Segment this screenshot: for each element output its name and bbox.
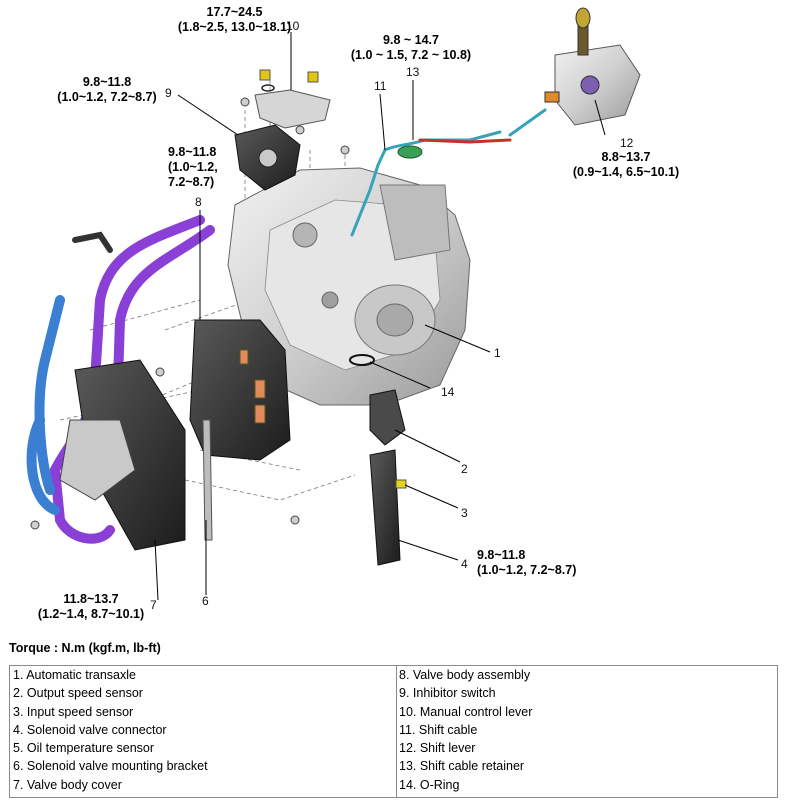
legend-item: 4. Solenoid valve connector — [13, 722, 167, 737]
callout-7: 7 — [150, 598, 157, 612]
callout-4: 4 — [461, 557, 468, 571]
torque-spec-8-alt1: (1.0~1.2, — [168, 160, 218, 174]
callout-12: 12 — [620, 136, 634, 150]
torque-spec-9: 9.8~11.8 (1.0~1.2, 7.2~8.7) — [52, 75, 162, 105]
exploded-view-illustration — [26, 7, 641, 601]
torque-spec-12-value: 8.8~13.7 — [601, 150, 651, 164]
torque-units-caption: Torque : N.m (kgf.m, lb-ft) — [9, 641, 161, 655]
callout-8: 8 — [195, 195, 202, 209]
manual-control-lever — [254, 69, 331, 129]
inhibitor-switch — [234, 124, 301, 191]
legend-column-left: 1. Automatic transaxle 2. Output speed s… — [10, 666, 397, 797]
torque-spec-9-value: 9.8~11.8 — [82, 75, 132, 89]
torque-spec-13: 9.8 ~ 14.7 (1.0 ~ 1.5, 7.2 ~ 10.8) — [346, 33, 476, 63]
torque-spec-4: 9.8~11.8 (1.0~1.2, 7.2~8.7) — [477, 548, 587, 578]
torque-spec-8-value: 9.8~11.8 — [168, 145, 217, 159]
legend-item: 5. Oil temperature sensor — [13, 741, 155, 756]
legend-item: 7. Valve body cover — [13, 777, 122, 792]
callout-11: 11 — [374, 79, 387, 93]
torque-spec-10: 17.7~24.5 (1.8~2.5, 13.0~18.1) — [162, 5, 307, 35]
torque-spec-12: 8.8~13.7 (0.9~1.4, 6.5~10.1) — [566, 150, 686, 180]
solenoid-valve-connector — [369, 449, 401, 566]
torque-spec-13-alt: (1.0 ~ 1.5, 7.2 ~ 10.8) — [350, 48, 472, 62]
torque-spec-7-value: 11.8~13.7 — [63, 592, 119, 606]
callout-2: 2 — [461, 462, 468, 476]
torque-spec-13-value: 9.8 ~ 14.7 — [383, 33, 439, 47]
legend-item: 9. Inhibitor switch — [399, 686, 496, 701]
torque-spec-7: 11.8~13.7 (1.2~1.4, 8.7~10.1) — [32, 592, 150, 622]
torque-spec-4-alt: (1.0~1.2, 7.2~8.7) — [477, 563, 577, 577]
input-speed-sensor — [395, 479, 407, 489]
legend-item: 2. Output speed sensor — [13, 686, 143, 701]
torque-spec-8: 9.8~11.8 (1.0~1.2, 7.2~8.7) — [168, 145, 232, 190]
legend-item: 10. Manual control lever — [399, 704, 533, 719]
legend-item: 3. Input speed sensor — [13, 704, 134, 719]
torque-spec-4-value: 9.8~11.8 — [477, 548, 526, 562]
torque-spec-10-alt: (1.8~2.5, 13.0~18.1) — [177, 20, 292, 34]
valve-body-cover — [59, 359, 186, 551]
legend-item: 1. Automatic transaxle — [13, 668, 136, 682]
legend-item: 11. Shift cable — [399, 722, 478, 737]
o-ring — [349, 354, 375, 366]
callout-14: 14 — [441, 385, 455, 399]
leader-lines — [154, 32, 606, 601]
torque-spec-9-alt: (1.0~1.2, 7.2~8.7) — [57, 90, 157, 104]
callout-1: 1 — [494, 346, 501, 360]
callout-13: 13 — [406, 65, 420, 79]
callout-6: 6 — [202, 594, 209, 608]
shift-cable — [350, 108, 547, 237]
torque-spec-12-alt: (0.9~1.4, 6.5~10.1) — [572, 165, 680, 179]
torque-spec-10-value: 17.7~24.5 — [206, 5, 263, 19]
legend-item: 8. Valve body assembly — [399, 668, 531, 682]
parts-legend-table: 1. Automatic transaxle 2. Output speed s… — [9, 665, 778, 798]
legend-item: 12. Shift lever — [399, 741, 476, 756]
bolts — [30, 97, 350, 530]
solenoid-valve-mounting-bracket — [202, 419, 213, 541]
callout-3: 3 — [461, 506, 468, 520]
legend-column-right: 8. Valve body assembly 9. Inhibitor swit… — [396, 666, 777, 797]
torque-spec-8-alt2: 7.2~8.7) — [168, 175, 215, 189]
legend-item: 6. Solenoid valve mounting bracket — [13, 759, 208, 774]
shift-lever — [544, 7, 641, 126]
callout-9: 9 — [165, 86, 172, 100]
shift-cable-retainer — [397, 145, 423, 159]
legend-item: 14. O-Ring — [399, 777, 460, 792]
callout-10: 10 — [286, 19, 300, 33]
valve-body-assembly — [189, 319, 291, 461]
automatic-transaxle — [227, 167, 471, 406]
legend-item: 13. Shift cable retainer — [399, 759, 525, 774]
torque-spec-7-alt: (1.2~1.4, 8.7~10.1) — [37, 607, 145, 621]
output-speed-sensor — [369, 389, 406, 446]
